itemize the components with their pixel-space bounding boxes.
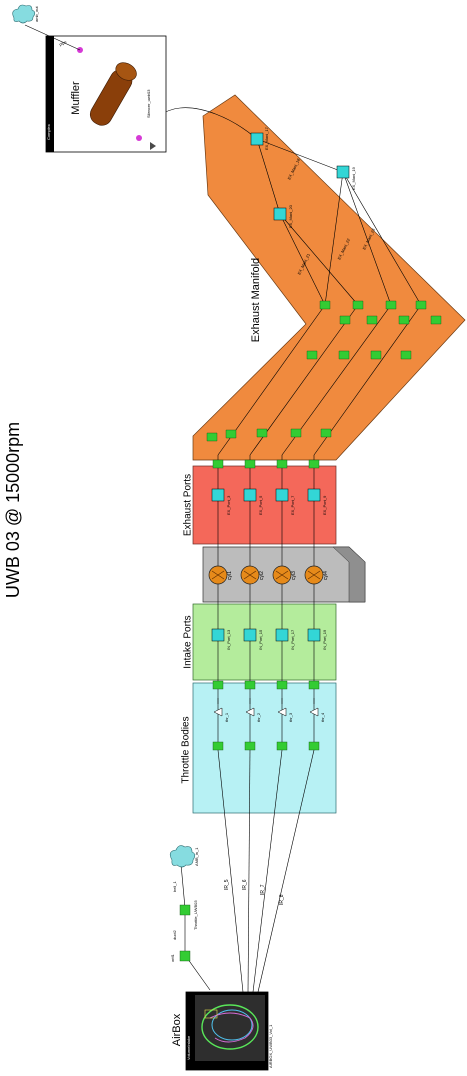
manifold-label: EX_Mani_19 [351,166,356,190]
collector-node [273,207,287,221]
manifold-label: EX_Mani_20 [288,204,293,228]
collector-node [250,132,264,146]
exhaust-port-label: EX_Port_7 [290,495,295,515]
manifold-lines [139,107,422,456]
muffler-panel-header: Complex [46,124,51,140]
cylinder-label: cyl3 [291,571,297,580]
ambient-in-icon [169,845,196,868]
diagram-title: UWB 03 @ 15000rpm [3,422,23,598]
throttle-label: thr_1 [224,712,229,722]
intake-runner-lines [217,749,315,993]
intake-ports-region [192,603,337,681]
throttle-nodes [212,698,320,751]
ambient-in-label: AMB_in_1 [194,847,199,866]
intake-pipe-label: IR_8 [279,894,285,905]
cylinder-head-bevel [332,546,366,603]
intake-pipe-label: IR_6 [242,879,248,890]
muffler-panel [45,35,167,153]
exhaust-ports-label: Exhaust Ports [183,474,194,536]
exhaust-port-label: EX_Port_5 [258,495,263,515]
intake-ports-label: Intake Ports [183,615,194,668]
exhaust-manifold-label: Exhaust Manifold [250,258,262,342]
intake-port-nodes [211,628,321,690]
ambient-out-label: amb_out [34,6,39,22]
ambient-out-icon [12,4,36,24]
intake-port-label: IN_Port_17 [290,629,295,650]
cylinders [208,565,324,585]
manifold-junctions [206,300,442,442]
intake-pipe-label: IR_5 [224,879,230,890]
intake-pipe-label: IR_7 [260,884,266,895]
exhaust-port-label: EX_Port_3 [226,495,231,515]
outlet-chain [12,4,81,51]
manifold-label: EX_Mani_17 [264,126,269,150]
throttle-label: thr_2 [256,712,261,722]
silencer-label: Silencer_uwb03 [146,89,151,118]
manifold-collectors [250,132,350,221]
cylinder-label: cyl1 [227,571,233,580]
airbox-label: AirBox [171,1013,183,1046]
muffler-label: Muffler [70,81,82,115]
cylinder-label: cyl4 [323,571,329,580]
exhaust-port-nodes [211,459,321,502]
intake-port-label: IN_Port_13 [226,629,231,650]
airbox-part-label: AIRBOX_UWB03_Vol_1 [268,1024,273,1068]
duct-label: duct2 [172,929,177,940]
airbox-panel-header: VolumeIntake [186,1035,191,1060]
throttle-label: thr_3 [288,712,293,722]
intake-port-label: IN_Port_15 [258,629,263,650]
intake-port-label: IN_Port_19 [322,629,327,650]
cylinder-label: cyl2 [259,571,265,580]
airbox-panel [185,991,269,1071]
throttle-uwb-label: Throttle_UWB03 [193,900,198,930]
exhaust-ports-region [192,465,337,545]
collector-node [336,165,350,179]
outlet-pipe-label: pipe [58,39,68,47]
airbox-branch [169,845,211,991]
orifice-label: orif1 [170,953,175,962]
throttle-label: thr_4 [320,712,325,722]
throttle-bodies-label: Throttle Bodies [181,716,192,783]
bell-label: bell_1 [172,881,177,892]
exhaust-port-label: EX_Port_9 [322,495,327,515]
